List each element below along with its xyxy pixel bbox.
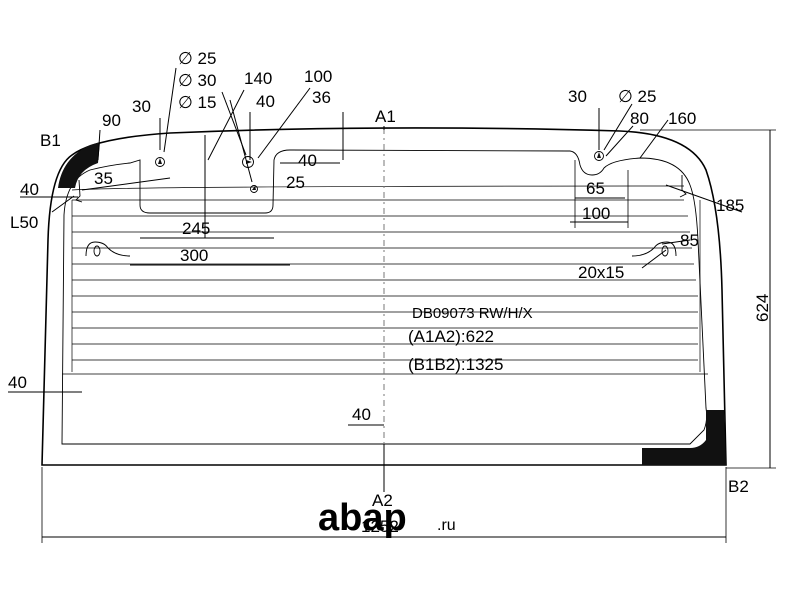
dim-hole-30: ∅ 30 (178, 71, 216, 90)
heater-terminals (85, 241, 677, 257)
leader-85 (661, 239, 691, 245)
watermark-suffix: .ru (437, 517, 456, 534)
dimension-labels: A1 A2 B1 B2 1252 624 ∅ 25 ∅ 30 ∅ 15 140 … (8, 49, 772, 536)
part-code: DB09073 RW/H/X (412, 305, 533, 322)
dim-300: 300 (180, 246, 208, 265)
dim-140: 140 (244, 69, 272, 88)
dim-160: 160 (668, 109, 696, 128)
glass-outer-outline (41, 127, 727, 466)
leader-20x15 (641, 249, 667, 269)
dim-80: 80 (630, 109, 649, 128)
dim-245: 245 (182, 219, 210, 238)
terminal-right-slot (661, 245, 669, 257)
dim-40-left: 40 (8, 373, 27, 392)
hole-left-25 (155, 157, 165, 167)
leader-100-top (257, 87, 311, 159)
dimension-lines (8, 67, 776, 543)
dim-100-right: 100 (582, 204, 610, 223)
dim-90: 90 (102, 111, 121, 130)
leader-hole-25-right (603, 103, 633, 151)
point-b2: B2 (728, 477, 749, 496)
watermark: abap .ru (318, 497, 456, 539)
dim-40-top: 40 (256, 92, 275, 111)
dim-l50: L50 (10, 213, 38, 232)
glass-inner-outline (61, 149, 708, 445)
terminal-left (85, 241, 131, 257)
heater-line-curved (71, 185, 685, 191)
dim-30-right: 30 (568, 87, 587, 106)
heating-grid (62, 185, 708, 375)
leader-hole-25 (163, 67, 177, 153)
dim-25: 25 (286, 173, 305, 192)
corner-black-b2 (642, 410, 726, 465)
dim-35-line (81, 177, 171, 191)
dim-100-top: 100 (304, 67, 332, 86)
hole-mark (158, 158, 162, 164)
clip-left (75, 179, 83, 203)
dim-40-bottom: 40 (352, 405, 371, 424)
hole-mark (246, 160, 252, 164)
dim-185: 185 (716, 196, 744, 215)
terminal-right (631, 241, 677, 257)
leader-160 (639, 119, 669, 159)
dim-hole-25-right: ∅ 25 (618, 87, 656, 106)
a1a2-label: (A1A2):622 (408, 327, 494, 346)
hole-right-25 (594, 151, 604, 161)
holes (155, 151, 604, 193)
dim-85: 85 (680, 231, 699, 250)
b1b2-label: (B1B2):1325 (408, 355, 503, 374)
hole-15 (250, 185, 258, 193)
dim-overall-height: 624 (753, 294, 772, 322)
watermark-brand: abap (318, 497, 407, 539)
point-a1: A1 (375, 107, 396, 126)
leader-hole-15 (229, 99, 253, 183)
point-a2: A2 (372, 491, 393, 510)
dim-36: 36 (312, 88, 331, 107)
dim-35: 35 (94, 169, 113, 188)
dim-40-leftside: 40 (20, 180, 39, 199)
dim-hole-15: ∅ 15 (178, 93, 216, 112)
clip-right (679, 175, 687, 198)
dim-40-notch: 40 (298, 151, 317, 170)
dim-20x15: 20x15 (578, 263, 624, 282)
corner-black-b1 (58, 142, 100, 188)
hole-mark (597, 152, 601, 158)
leader-90 (97, 129, 101, 161)
point-b1: B1 (40, 131, 61, 150)
dim-65: 65 (586, 179, 605, 198)
terminal-left-slot (93, 245, 101, 257)
dim-30-left: 30 (132, 97, 151, 116)
leader-l50 (51, 195, 75, 213)
dim-overall-width: 1252 (361, 517, 399, 536)
hole-mark (252, 186, 256, 190)
leader-185 (665, 184, 743, 213)
dim-hole-25-left: ∅ 25 (178, 49, 216, 68)
leader-140 (207, 89, 245, 161)
leader-80 (605, 125, 634, 157)
